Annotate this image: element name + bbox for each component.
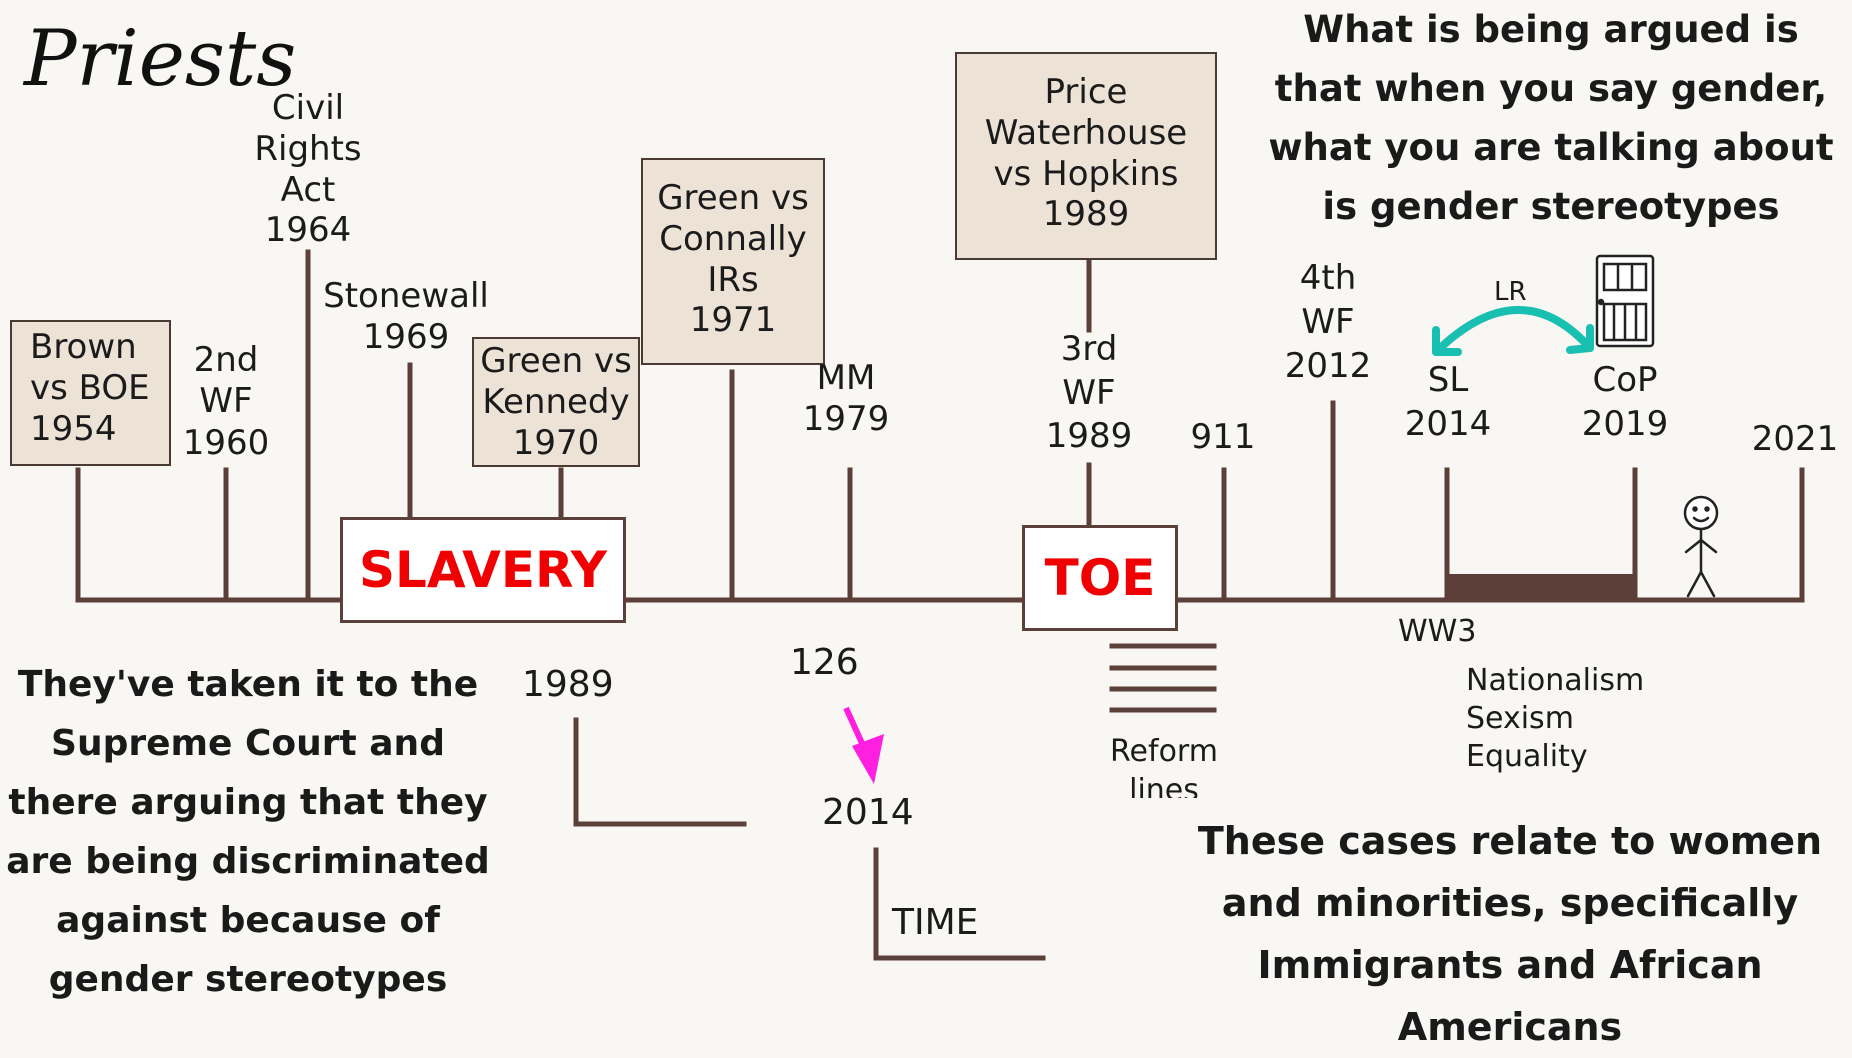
event-label-civil-rights: Civil Rights Act 1964 <box>254 88 362 251</box>
curved-double-arrow-icon <box>1432 306 1594 356</box>
lower-bracket-time <box>873 847 1046 961</box>
event-box-brown-vs-boe: Brown vs BOE 1954 <box>10 320 171 466</box>
note-top-right: What is being argued is that when you sa… <box>1268 8 1834 228</box>
door-icon <box>1595 254 1655 348</box>
reform-lines-text: Reform lines <box>1110 734 1218 798</box>
event-label-stonewall: Stonewall 1969 <box>323 276 489 358</box>
lower-time-label: TIME <box>892 902 979 943</box>
event-label-sl: SL 2014 <box>1404 360 1492 445</box>
ww3-bar <box>1447 574 1637 602</box>
ww3-label: WW3 <box>1398 614 1477 649</box>
stick-figure-icon <box>1683 495 1719 598</box>
event-box-price-waterhouse: Price Waterhouse vs Hopkins 1989 <box>955 52 1217 260</box>
note-bottom-left: They've taken it to the Supreme Court an… <box>6 664 490 1000</box>
event-label-2021: 2021 <box>1751 419 1839 459</box>
ww3-list: Nationalism Sexism Equality <box>1466 663 1645 774</box>
event-label-911: 911 <box>1190 417 1256 457</box>
event-label-4th-wf: 4th WF 2012 <box>1284 258 1372 387</box>
lower-126-label: 126 <box>790 642 859 683</box>
event-label-3rd-wf: 3rd WF 1989 <box>1045 329 1133 457</box>
slavery-box: SLAVERY <box>340 517 626 623</box>
lr-label: LR <box>1494 277 1527 307</box>
event-box-green-vs-kennedy: Green vs Kennedy 1970 <box>472 337 640 467</box>
reform-lines-label: Reform lines <box>1104 732 1224 798</box>
lower-2014-label: 2014 <box>822 792 914 833</box>
lower-1989-label: 1989 <box>522 664 614 705</box>
event-box-green-vs-connally: Green vs Connally IRs 1971 <box>641 158 825 365</box>
page-title: Priests <box>24 14 297 104</box>
toe-box: TOE <box>1022 525 1178 631</box>
lower-bracket-1989 <box>573 717 747 827</box>
event-label-mm: MM 1979 <box>802 358 890 440</box>
magenta-arrow-icon <box>843 706 884 784</box>
event-label-2nd-wf: 2nd WF 1960 <box>182 340 270 463</box>
timeline-drawing <box>75 249 1805 961</box>
note-bottom-right: These cases relate to women and minoriti… <box>1197 819 1823 1049</box>
event-label-cop: CoP 2019 <box>1581 360 1669 445</box>
